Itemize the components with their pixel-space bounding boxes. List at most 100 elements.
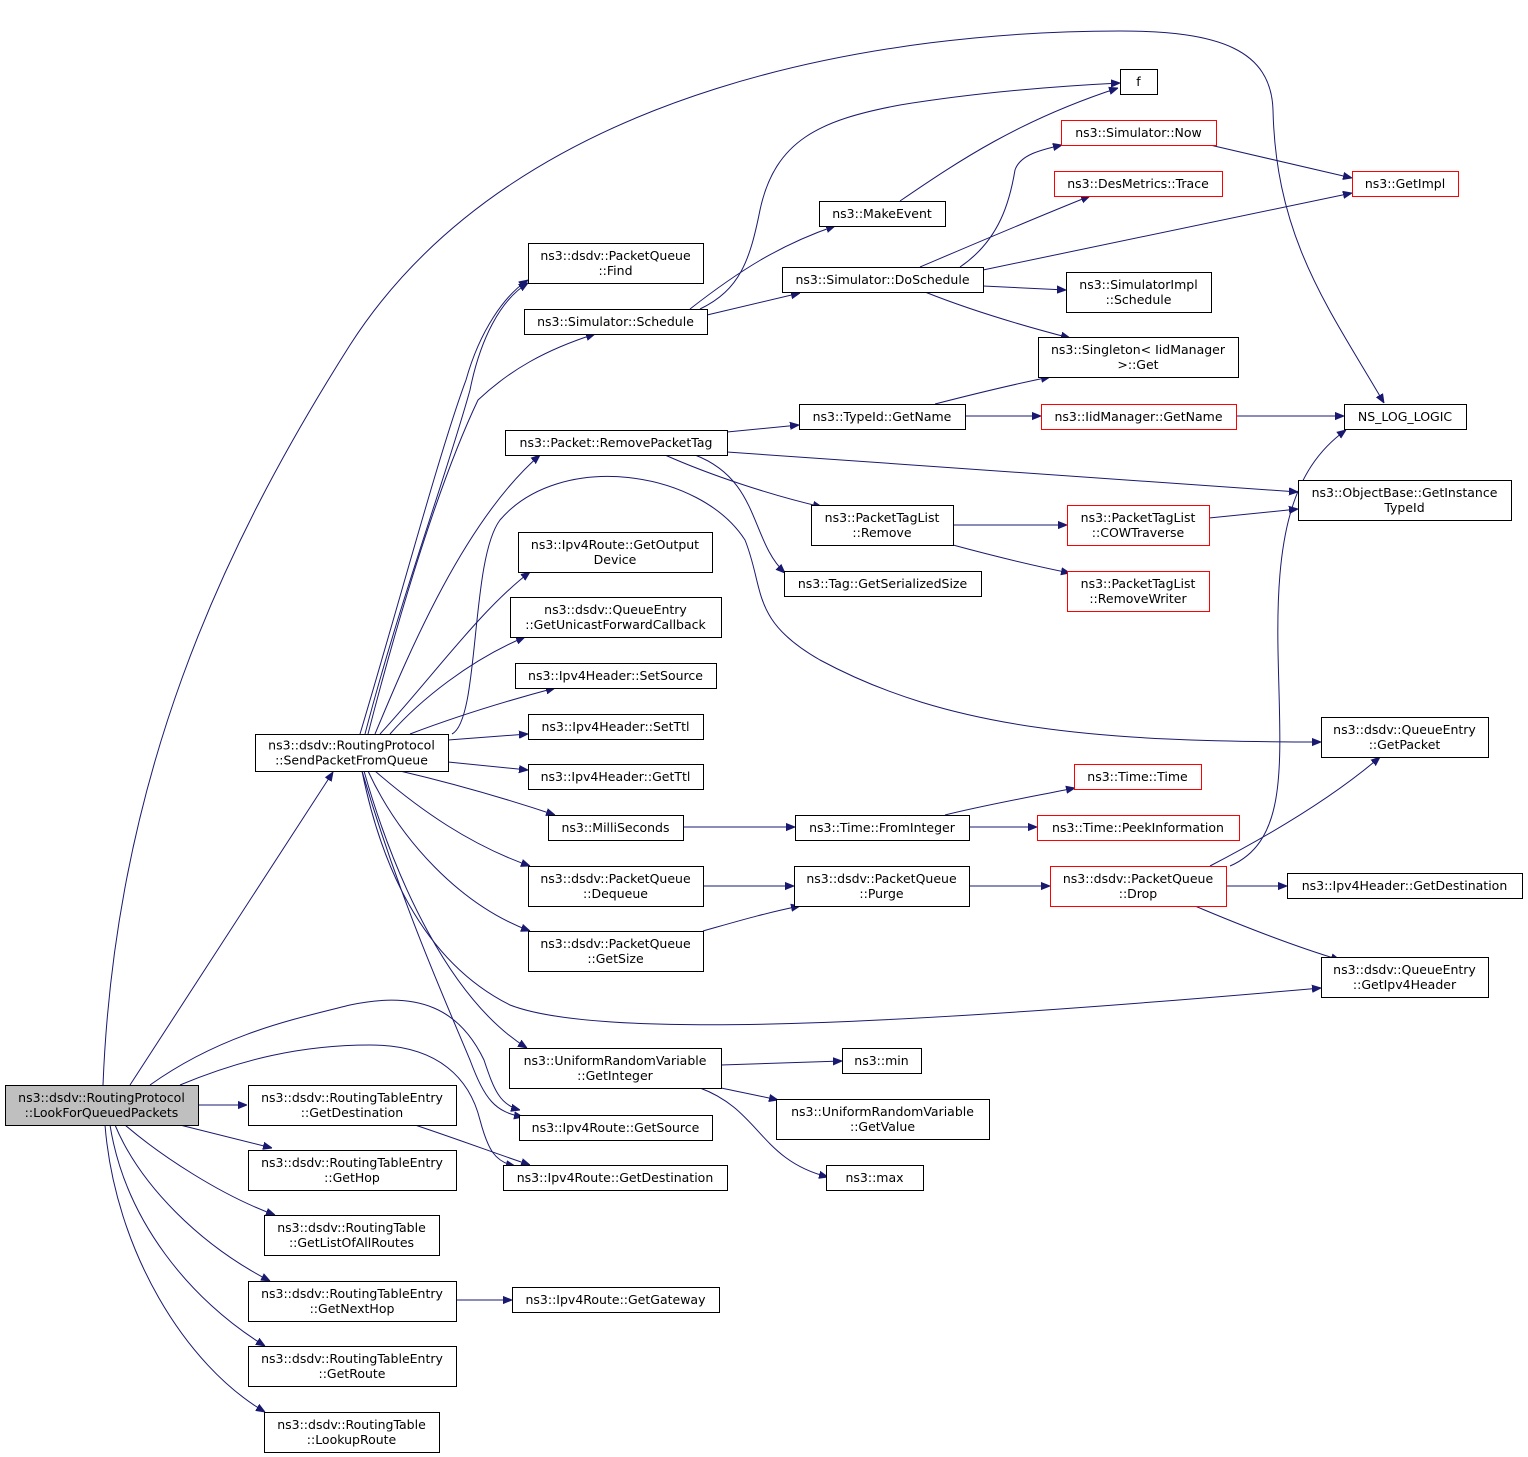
node-ipr-dst[interactable]: ns3::Ipv4Route::GetDestination [503, 1165, 728, 1191]
edge-root-to-rt_all [124, 1124, 275, 1215]
edge-rte_dest-to-ipr_dst [414, 1124, 530, 1165]
node-nslog[interactable]: NS_LOG_LOGIC [1344, 404, 1467, 430]
node-label-line: ns3::IidManager::GetName [1054, 409, 1222, 424]
node-tag-size[interactable]: ns3::Tag::GetSerializedSize [784, 571, 982, 597]
node-label-line: ::GetHop [324, 1170, 380, 1185]
node-pq-find[interactable]: ns3::dsdv::PacketQueue::Find [528, 243, 704, 284]
node-iid-name[interactable]: ns3::IidManager::GetName [1041, 404, 1237, 430]
node-label-line: ns3::PacketTagList [825, 510, 940, 525]
edge-sendpkt-to-millis [399, 770, 555, 815]
node-getimpl[interactable]: ns3::GetImpl [1352, 171, 1459, 197]
node-label-line: ns3::dsdv::PacketQueue [540, 871, 691, 886]
node-iph-getdst[interactable]: ns3::Ipv4Header::GetDestination [1287, 873, 1523, 899]
node-time-fromint[interactable]: ns3::Time::FromInteger [795, 815, 970, 841]
edge-sendpkt-to-iph_setsrc [409, 688, 555, 735]
node-iph-setttl[interactable]: ns3::Ipv4Header::SetTtl [528, 714, 704, 740]
node-pq-drop[interactable]: ns3::dsdv::PacketQueue::Drop [1050, 866, 1227, 907]
node-urv-val[interactable]: ns3::UniformRandomVariable::GetValue [776, 1099, 990, 1140]
node-qe-ucb[interactable]: ns3::dsdv::QueueEntry::GetUnicastForward… [510, 597, 722, 638]
edge-typeid_name-to-singleton [934, 377, 1050, 405]
node-time-time[interactable]: ns3::Time::Time [1074, 764, 1202, 790]
node-label-line: ::GetIpv4Header [1353, 977, 1457, 992]
node-pq-purge[interactable]: ns3::dsdv::PacketQueue::Purge [794, 866, 970, 907]
node-rte-route[interactable]: ns3::dsdv::RoutingTableEntry::GetRoute [248, 1346, 457, 1387]
node-label-line: ::GetListOfAllRoutes [289, 1235, 414, 1250]
edge-urv_int-to-min [720, 1061, 842, 1065]
node-pq-size[interactable]: ns3::dsdv::PacketQueue::GetSize [528, 931, 704, 972]
node-iph-getttl[interactable]: ns3::Ipv4Header::GetTtl [528, 764, 704, 790]
edge-doschedule-to-getimpl [982, 193, 1352, 271]
node-label-line: ::SendPacketFromQueue [275, 753, 428, 768]
node-root[interactable]: ns3::dsdv::RoutingProtocol::LookForQueue… [5, 1085, 199, 1126]
node-label-line: ns3::PacketTagList [1081, 576, 1196, 591]
edge-root-to-rte_hop [179, 1124, 272, 1148]
node-label-line: ns3::dsdv::RoutingTableEntry [261, 1090, 443, 1105]
node-sim-sched[interactable]: ns3::Simulator::Schedule [524, 309, 708, 335]
edge-sendpkt-to-pq_find [364, 283, 528, 735]
node-simimpl-sched[interactable]: ns3::SimulatorImpl::Schedule [1066, 272, 1212, 313]
edge-doschedule-to-simimpl_sched [982, 286, 1066, 290]
node-makeevent[interactable]: ns3::MakeEvent [819, 201, 946, 227]
node-singleton[interactable]: ns3::Singleton< IidManager>::Get [1038, 337, 1239, 378]
node-rt-lookup[interactable]: ns3::dsdv::RoutingTable::LookupRoute [264, 1412, 440, 1453]
node-label-line: ns3::Simulator::Schedule [537, 314, 694, 329]
node-max[interactable]: ns3::max [826, 1165, 924, 1191]
node-label-line: ::Dequeue [583, 886, 648, 901]
node-label-line: ::COWTraverse [1092, 525, 1185, 540]
edge-sendpkt-to-pq_size [367, 770, 530, 931]
node-ipr-src[interactable]: ns3::Ipv4Route::GetSource [519, 1115, 713, 1141]
node-time-peek[interactable]: ns3::Time::PeekInformation [1037, 815, 1240, 841]
node-label-line: ns3::MakeEvent [832, 206, 932, 221]
node-label-line: ns3::TypeId::GetName [813, 409, 952, 424]
node-label-line: ns3::dsdv::RoutingTableEntry [261, 1155, 443, 1170]
node-label-line: ::GetSize [587, 951, 644, 966]
node-rte-dest[interactable]: ns3::dsdv::RoutingTableEntry::GetDestina… [248, 1085, 457, 1126]
node-rte-next[interactable]: ns3::dsdv::RoutingTableEntry::GetNextHop [248, 1281, 457, 1322]
node-sim-now[interactable]: ns3::Simulator::Now [1061, 120, 1217, 146]
node-desmetrics[interactable]: ns3::DesMetrics::Trace [1054, 171, 1223, 197]
edge-sendpkt-to-qe_iph [361, 770, 1321, 1026]
node-label-line: ::Remove [852, 525, 911, 540]
node-label-line: ns3::Ipv4Route::GetDestination [517, 1170, 714, 1185]
node-millis[interactable]: ns3::MilliSeconds [548, 815, 684, 841]
node-ipr-gw[interactable]: ns3::Ipv4Route::GetGateway [512, 1287, 720, 1313]
node-f[interactable]: f [1120, 69, 1158, 95]
node-pkt-rmtag[interactable]: ns3::Packet::RemovePacketTag [505, 430, 728, 456]
node-ptl-remove[interactable]: ns3::PacketTagList::Remove [811, 505, 954, 546]
node-label-line: ::Purge [859, 886, 904, 901]
node-iph-setsrc[interactable]: ns3::Ipv4Header::SetSource [515, 663, 717, 689]
node-qe-iph[interactable]: ns3::dsdv::QueueEntry::GetIpv4Header [1321, 957, 1489, 998]
node-pq-deq[interactable]: ns3::dsdv::PacketQueue::Dequeue [528, 866, 704, 907]
edge-doschedule-to-desmetrics [919, 195, 1090, 268]
node-sendpkt[interactable]: ns3::dsdv::RoutingProtocol::SendPacketFr… [255, 734, 449, 772]
node-doschedule[interactable]: ns3::Simulator::DoSchedule [782, 267, 984, 293]
edge-sim_sched-to-makeevent [689, 226, 835, 310]
node-typeid-name[interactable]: ns3::TypeId::GetName [799, 404, 966, 430]
node-label-line: ::GetRoute [319, 1366, 386, 1381]
node-label-line: ns3::MilliSeconds [561, 820, 669, 835]
node-label-line: ns3::dsdv::PacketQueue [540, 248, 691, 263]
node-label-line: ns3::Ipv4Route::GetSource [532, 1120, 700, 1135]
node-ptl-cow[interactable]: ns3::PacketTagList::COWTraverse [1067, 505, 1210, 546]
node-label-line: ns3::Packet::RemovePacketTag [520, 435, 713, 450]
node-label-line: ns3::Singleton< IidManager [1051, 342, 1226, 357]
node-label-line: ns3::dsdv::PacketQueue [540, 936, 691, 951]
node-label-line: ns3::dsdv::RoutingProtocol [268, 738, 435, 753]
node-min[interactable]: ns3::min [842, 1048, 922, 1074]
edge-sim_sched-to-f [699, 83, 1120, 310]
edge-sendpkt-to-iph_getttl [447, 761, 528, 770]
node-rt-all[interactable]: ns3::dsdv::RoutingTable::GetListOfAllRou… [264, 1215, 440, 1256]
edge-sendpkt-to-qe_pkt [451, 475, 1321, 742]
edge-sim_now-to-getimpl [1209, 144, 1352, 178]
node-label-line: ns3::Tag::GetSerializedSize [798, 576, 968, 591]
node-urv-int[interactable]: ns3::UniformRandomVariable::GetInteger [509, 1048, 722, 1089]
node-qe-pkt[interactable]: ns3::dsdv::QueueEntry::GetPacket [1321, 717, 1489, 758]
node-label-line: ns3::Ipv4Header::SetSource [528, 668, 703, 683]
node-rte-hop[interactable]: ns3::dsdv::RoutingTableEntry::GetHop [248, 1150, 457, 1191]
edge-sendpkt-to-sim_sched [367, 334, 595, 735]
edge-pq_drop-to-qe_pkt [1209, 757, 1380, 867]
node-ptl-rw[interactable]: ns3::PacketTagList::RemoveWriter [1067, 571, 1210, 612]
